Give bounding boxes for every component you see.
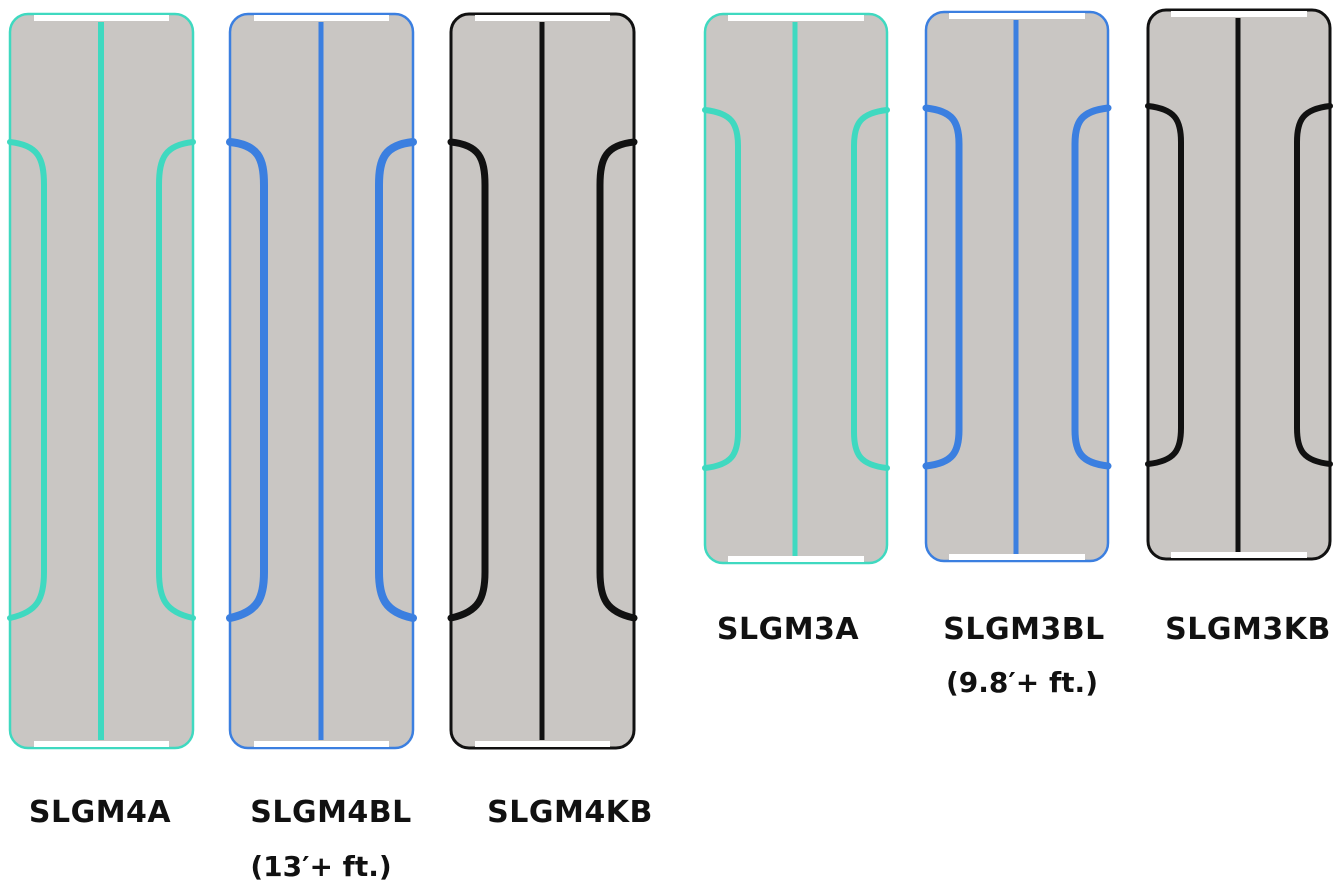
left-handle-line [226, 138, 268, 622]
label-slgm4kb: SLGM4KB [487, 795, 653, 830]
end-strip-top [254, 15, 389, 21]
end-strip-top [34, 15, 169, 21]
label-slgm4a: SLGM4A [28, 795, 172, 830]
label-slgm3kb: SLGM3KB [1165, 612, 1331, 647]
right-handle-line [1071, 104, 1112, 470]
label-slgm4bl: SLGM4BL [250, 795, 412, 830]
end-strip-bottom [728, 556, 864, 562]
mat-slgm4bl [226, 12, 417, 750]
right-handle-line [596, 138, 638, 622]
label-slgm3a: SLGM3A [716, 612, 860, 647]
end-strip-bottom [254, 741, 389, 747]
end-strip-top [949, 13, 1085, 19]
left-handle-line [447, 138, 489, 622]
end-strip-top [475, 15, 610, 21]
left-handle-line [7, 139, 47, 621]
end-strip-top [728, 15, 864, 21]
mat-slgm3bl [922, 10, 1112, 563]
end-strip-top [1171, 11, 1307, 17]
size-note-9-8ft: (9.8′+ ft.) [946, 666, 1098, 699]
left-handle-line [922, 104, 963, 470]
mat-slgm3kb [1145, 8, 1333, 561]
end-strip-bottom [949, 554, 1085, 560]
right-handle-line [375, 138, 417, 622]
left-handle-line [702, 107, 741, 471]
end-strip-bottom [34, 741, 169, 747]
end-strip-bottom [475, 741, 610, 747]
label-slgm3bl: SLGM3BL [943, 612, 1105, 647]
mat-slgm4kb [447, 12, 638, 750]
mat-slgm4a [7, 12, 196, 750]
right-handle-line [1294, 103, 1333, 467]
mat-slgm3a [702, 12, 890, 565]
left-handle-line [1145, 103, 1184, 467]
size-note-13ft: (13′+ ft.) [250, 850, 392, 883]
right-handle-line [851, 107, 890, 471]
right-handle-line [156, 139, 196, 621]
end-strip-bottom [1171, 552, 1307, 558]
